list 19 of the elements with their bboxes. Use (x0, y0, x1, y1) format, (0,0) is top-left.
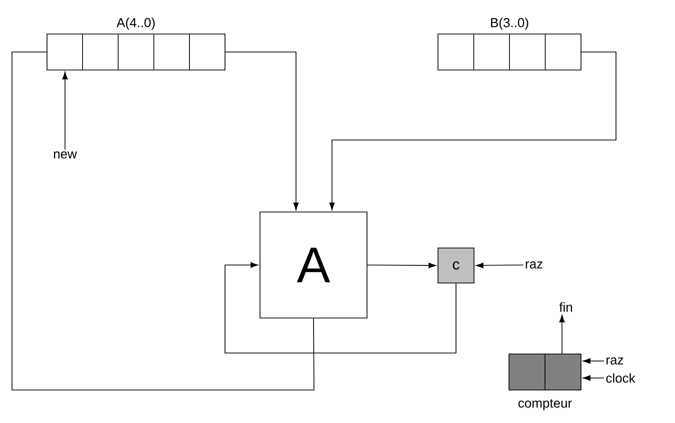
arrow (476, 262, 524, 268)
signal-label: raz (526, 261, 542, 269)
register-label: B(3..0) (491, 18, 528, 30)
signal-label: raz (606, 357, 624, 365)
register-box: c (438, 248, 474, 284)
arrow (62, 72, 68, 150)
arrow (367, 262, 436, 268)
arrow (224, 262, 456, 354)
signal-label: new (54, 151, 77, 159)
signal-label: clock (606, 373, 636, 383)
arrow (582, 358, 604, 364)
block-box: A (260, 212, 368, 318)
arrow (559, 314, 565, 354)
counter-label: compteur (518, 399, 572, 410)
signal-label: fin (559, 302, 572, 312)
register-label: A(4..0) (116, 18, 155, 30)
arrow (329, 52, 616, 210)
arrow (225, 52, 299, 210)
arrow (582, 375, 604, 381)
